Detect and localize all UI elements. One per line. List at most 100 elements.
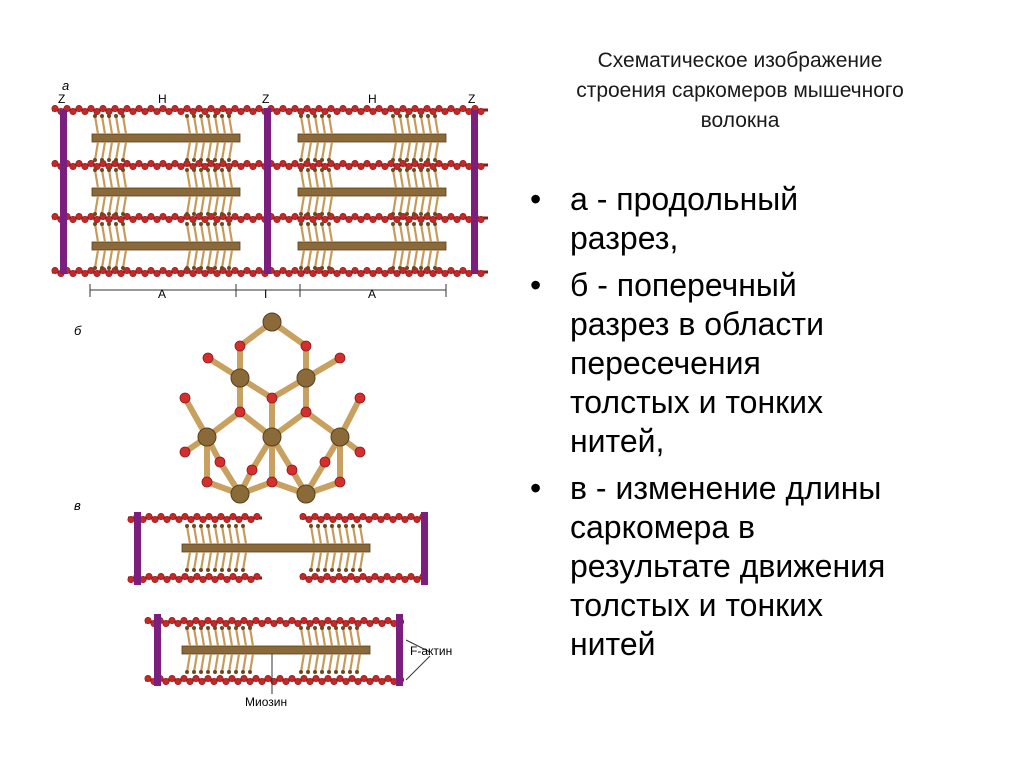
actin-bead [276,674,284,682]
myosin-head-tip [412,212,416,216]
actin-bead [417,108,425,116]
myosin-head-tip [426,212,430,216]
myosin-head [185,223,192,243]
myosin-head-tip [121,168,125,172]
myosin-head-tip [93,114,97,118]
myosin-head-tip [114,212,118,216]
actin-bead [243,266,251,274]
actin-bead [372,674,380,682]
myosin-head [299,627,306,647]
actin-bead [147,160,155,168]
actin-bead [395,512,403,520]
actin-bead [235,515,243,523]
bullet-line: б - поперечный [570,267,797,303]
actin-bead [213,269,221,277]
actin-bead [282,619,290,627]
myosin-head [199,223,206,243]
myosin-head-tip [213,168,217,172]
myosin-head [227,223,234,243]
actin-bead [258,619,266,627]
actin-bead [249,108,257,116]
myosin-head [185,627,192,647]
myosin-head [100,141,107,161]
bullet-line: саркомера в [570,509,756,545]
myosin-head [192,249,199,269]
myosin-head-tip [192,626,196,630]
myosin-head-tip [337,524,341,528]
panel-label-a: а [62,78,69,93]
myosin-head [206,525,213,545]
actin-bead [354,677,362,685]
myosin-head [199,249,206,269]
myosin-head-tip [192,212,196,216]
myosin-head [107,249,114,269]
actin-bead [231,160,239,168]
actin-bead [195,105,203,113]
myosin-head-tip [206,626,210,630]
actin-bead [141,108,149,116]
myosin-head-tip [391,158,395,162]
myosin-head-tip [313,114,317,118]
myosin-head [227,115,234,135]
myosin-head [93,169,100,189]
myosin-head [355,653,362,673]
actin-bead [163,515,171,523]
myosin-head-tip [419,168,423,172]
actin-bead [453,163,461,171]
z-label-2: Z [262,92,269,106]
myosin-head [114,249,121,269]
actin-bead [291,213,299,221]
myosin-head-tip [327,114,331,118]
myosin-head [227,141,234,161]
myosin-head-tip [185,212,189,216]
actin-bead [441,216,449,224]
actin-bead [159,105,167,113]
myosin-head [355,627,362,647]
myosin-head-tip [316,568,320,572]
myosin-head [192,525,199,545]
myosin-head-tip [107,266,111,270]
actin-bead [345,269,353,277]
actin-bead [255,160,263,168]
myosin-head [313,169,320,189]
actin-bead [153,216,161,224]
myosin-head [93,223,100,243]
actin-bead [441,108,449,116]
myosin-head-tip [398,114,402,118]
actin-bead [381,269,389,277]
myosin-head-tip [327,670,331,674]
myosin-head [248,627,255,647]
thin-filament-section [246,464,258,476]
myosin-head [299,195,306,215]
thin-filament-section [334,352,346,364]
myosin-head-tip [206,114,210,118]
actin-bead [187,515,195,523]
myosin-head-tip [327,212,331,216]
actin-bead [285,216,293,224]
actin-bead [381,108,389,116]
actin-bead [300,674,308,682]
actin-bead [378,677,386,685]
actin-bead [441,269,449,277]
actin-bead [153,163,161,171]
myosin-head [348,653,355,673]
actin-bead [165,216,173,224]
actin-bead [207,105,215,113]
myosin-head-tip [192,222,196,226]
actin-bead [105,216,113,224]
myosin-head [213,223,220,243]
myosin-head [199,525,206,545]
actin-bead [329,515,337,523]
actin-bead [411,105,419,113]
myosin-head-tip [227,670,231,674]
myosin-head-tip [213,626,217,630]
myosin-head-tip [426,158,430,162]
actin-bead [429,269,437,277]
myosin-head [227,169,234,189]
myosin-head [419,169,426,189]
myosin-head-tip [114,114,118,118]
myosin-head-tip [93,222,97,226]
actin-bead [393,163,401,171]
myosin-head-tip [358,568,362,572]
myosin-head-tip [248,670,252,674]
